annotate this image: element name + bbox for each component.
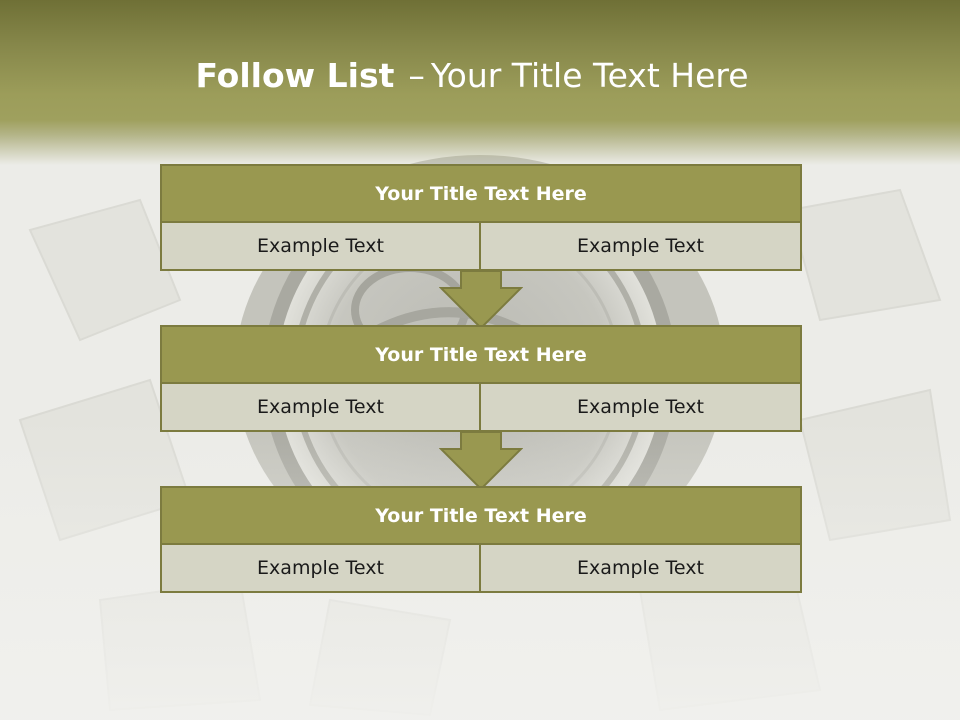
header-band <box>0 0 960 165</box>
title-rest: Your Title Text Here <box>430 56 749 95</box>
down-arrow-icon <box>439 431 523 491</box>
title-separator: – <box>408 56 425 95</box>
block-cell-left: Example Text <box>160 543 481 593</box>
block-cell-left: Example Text <box>160 382 481 432</box>
block-cell-right: Example Text <box>479 221 802 271</box>
title-bold: Follow List <box>195 56 395 95</box>
block-title: Your Title Text Here <box>160 164 802 223</box>
block-title: Your Title Text Here <box>160 325 802 384</box>
slide-title: Follow List–Your Title Text Here <box>0 52 944 100</box>
block-cell-left: Example Text <box>160 221 481 271</box>
block-title: Your Title Text Here <box>160 486 802 545</box>
block-cell-right: Example Text <box>479 543 802 593</box>
block-cell-right: Example Text <box>479 382 802 432</box>
down-arrow-icon <box>439 270 523 330</box>
